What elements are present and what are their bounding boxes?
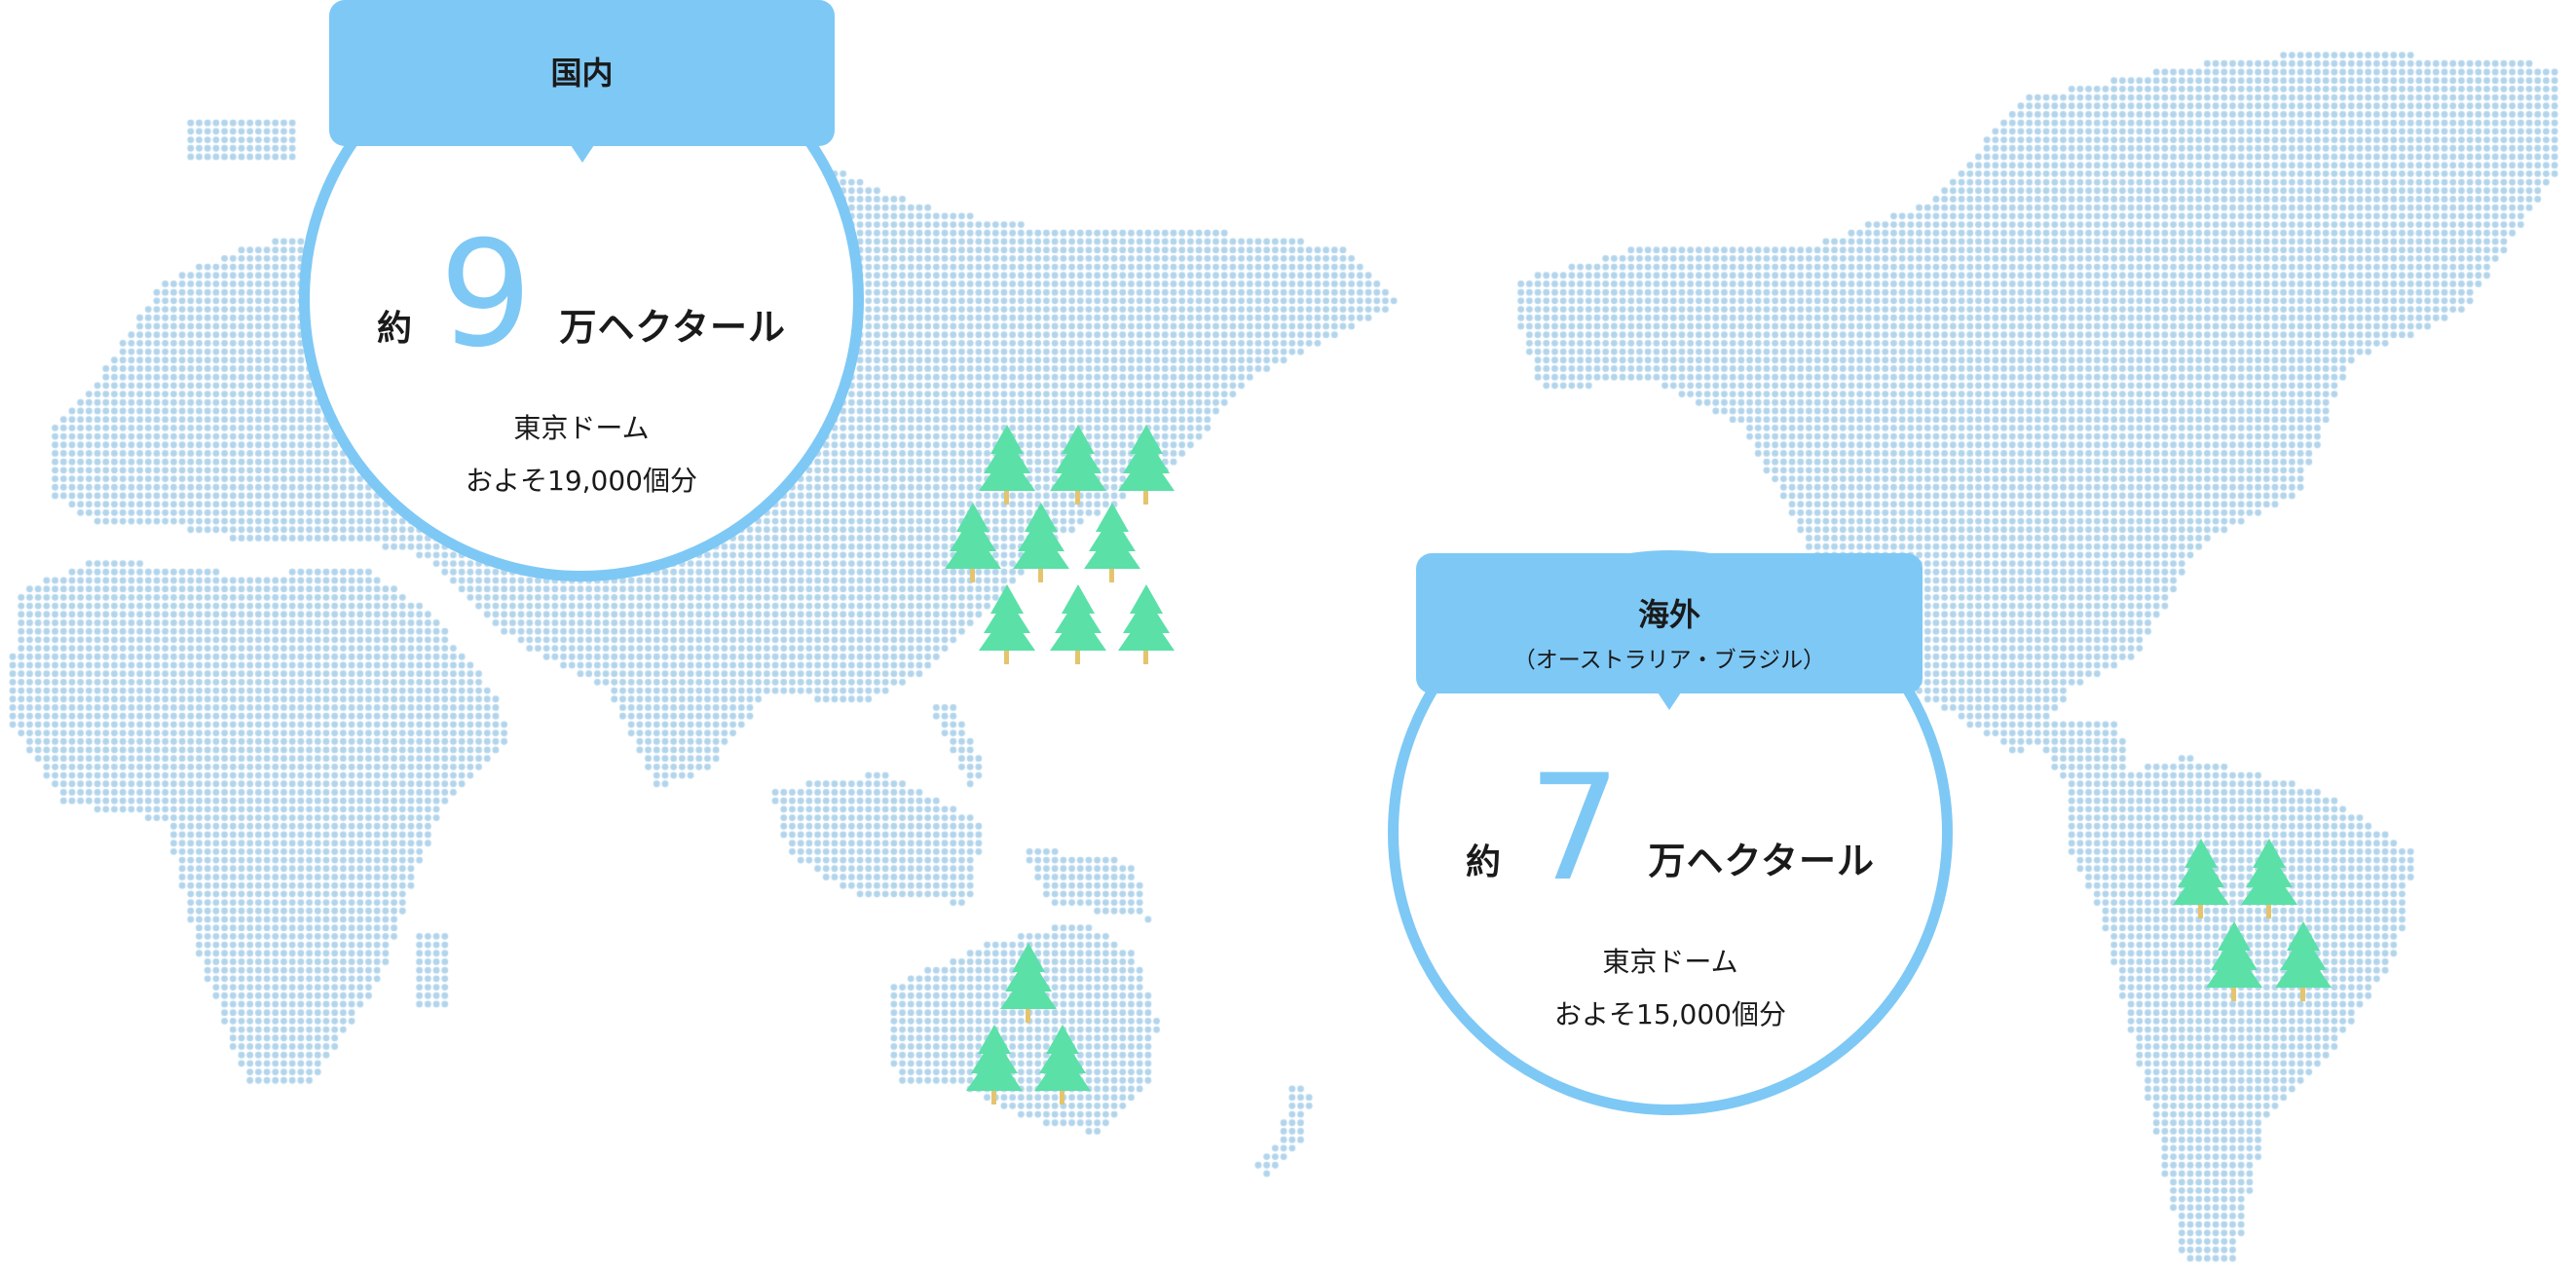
tree-icon (2173, 839, 2230, 919)
domestic-area: 約 9 万ヘクタール (310, 210, 853, 380)
tree-icon (2240, 839, 2297, 919)
domestic-compare-line2: およそ19,000個分 (466, 465, 697, 497)
overseas-area: 約 7 万ヘクタール (1399, 744, 1942, 914)
tree-icon (965, 1025, 1023, 1105)
overseas-title: 海外 (1637, 596, 1700, 633)
overseas-compare-line1: 東京ドーム (1602, 946, 1738, 978)
overseas-subtitle: （オーストラリア・ブラジル） (1512, 648, 1826, 673)
overseas-comparison: 東京ドーム およそ15,000個分 (1399, 936, 1942, 1041)
tree-icon (1013, 502, 1070, 582)
overseas-label: 海外 （オーストラリア・ブラジル） (1416, 553, 1923, 710)
domestic-label: 国内 (329, 0, 835, 163)
domestic-number: 9 (439, 210, 533, 380)
overseas-unit: 万ヘクタール (1648, 840, 1875, 882)
domestic-prefix: 約 (377, 309, 413, 349)
overseas-number: 7 (1528, 744, 1622, 914)
tree-icon (979, 584, 1036, 664)
tree-icon (979, 425, 1036, 505)
tree-icon (1118, 584, 1176, 664)
tree-icon (1118, 425, 1176, 505)
tree-icon (1084, 502, 1140, 582)
tree-icon (2274, 920, 2332, 1001)
overseas-prefix: 約 (1466, 842, 1502, 882)
tree-icon (1034, 1025, 1092, 1105)
tree-icon (2206, 920, 2263, 1001)
domestic-unit: 万ヘクタール (559, 306, 786, 349)
tree-icon (1049, 425, 1106, 505)
domestic-title: 国内 (550, 55, 614, 92)
overseas-compare-line2: およそ15,000個分 (1554, 998, 1786, 1030)
tree-icon (999, 942, 1057, 1023)
domestic-compare-line1: 東京ドーム (513, 412, 650, 444)
tree-icon (944, 502, 1001, 582)
tree-icon (1049, 584, 1106, 664)
domestic-comparison: 東京ドーム およそ19,000個分 (310, 402, 853, 507)
